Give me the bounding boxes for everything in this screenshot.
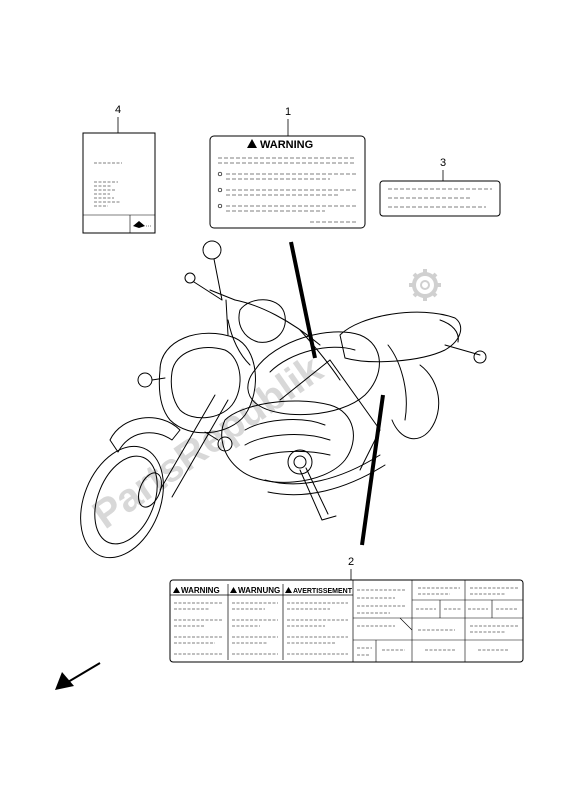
part-3-label[interactable]: 3	[379, 157, 501, 217]
callout-3: 3	[440, 157, 446, 169]
part-4-owners-manual[interactable]: 4	[82, 104, 156, 234]
callout-1: 1	[285, 106, 291, 118]
svg-text:PartsRepublik: PartsRepublik	[85, 347, 331, 538]
gear-icon	[409, 269, 441, 301]
warning-triangle-icon	[173, 587, 292, 593]
part-1-warning-label[interactable]: 1 WARNING	[209, 106, 366, 229]
motorcycle-illustration	[80, 240, 487, 559]
callout-2: 2	[348, 556, 354, 568]
leader-lines	[289, 241, 385, 546]
part-2-multilanguage-label[interactable]: 2 WARNING WARNUNG AVERTISSEMENT	[169, 556, 524, 663]
heading-col1: WARNING	[181, 586, 220, 595]
heading-col2: WARNUNG	[238, 586, 280, 595]
direction-arrow-icon	[55, 662, 101, 690]
heading-col3: AVERTISSEMENT	[293, 588, 353, 595]
book-icon	[133, 221, 145, 228]
warning-heading: WARNING	[260, 139, 313, 151]
callout-4: 4	[115, 104, 121, 116]
warning-triangle-icon	[247, 139, 257, 148]
